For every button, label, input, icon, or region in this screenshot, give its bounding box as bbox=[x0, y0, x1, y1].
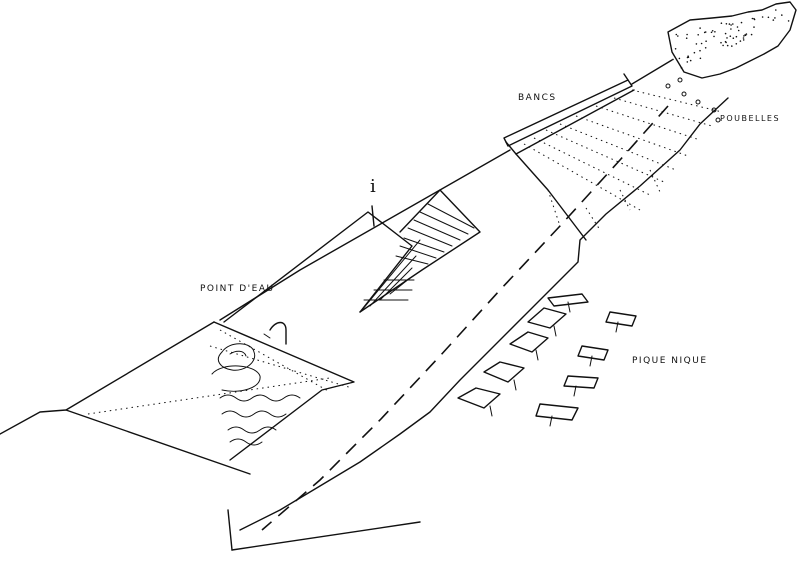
main-path bbox=[219, 59, 729, 551]
stipple-dot bbox=[730, 28, 732, 30]
bench-row bbox=[503, 73, 635, 155]
stipple-dot bbox=[730, 24, 732, 26]
stipple-dot bbox=[699, 49, 701, 52]
stipple-dot bbox=[728, 23, 731, 25]
stipple-dot bbox=[711, 30, 714, 32]
stipple-dot bbox=[724, 40, 727, 43]
waste-bins bbox=[665, 77, 721, 123]
stipple-dot bbox=[686, 61, 689, 63]
stipple-dot bbox=[772, 19, 775, 21]
info-label: i bbox=[370, 176, 376, 197]
stipple-dot bbox=[735, 35, 738, 38]
stipple-dot bbox=[713, 35, 715, 38]
picnic-tables bbox=[457, 293, 637, 427]
stipple-dot bbox=[736, 26, 739, 28]
stipple-dot bbox=[732, 23, 734, 25]
bins-label: POUBELLES bbox=[720, 114, 781, 123]
stipple-dot bbox=[742, 39, 745, 41]
stipple-dot bbox=[689, 59, 692, 62]
stipple-dot bbox=[729, 35, 732, 37]
stipple-dot bbox=[722, 44, 724, 47]
stipple-dot bbox=[724, 32, 727, 35]
stipple-dot bbox=[753, 18, 756, 21]
stipple-dot bbox=[720, 22, 723, 25]
stipple-dot bbox=[744, 34, 746, 36]
stipple-dot bbox=[732, 37, 735, 39]
water-point bbox=[0, 321, 355, 475]
bench-paving-zone bbox=[515, 89, 723, 241]
stipple-dot bbox=[761, 16, 764, 18]
stipple-dot bbox=[753, 26, 755, 28]
stipple-dot bbox=[686, 33, 688, 36]
stipple-dot bbox=[787, 20, 790, 22]
stipple-dot bbox=[705, 40, 707, 42]
stipple-dot bbox=[699, 27, 701, 29]
stipple-dot bbox=[685, 37, 688, 39]
stipple-dot bbox=[751, 17, 754, 20]
stipple-dot bbox=[743, 35, 745, 37]
stipple-dot bbox=[742, 37, 745, 39]
stipple-dot bbox=[697, 34, 699, 36]
stipple-dot bbox=[677, 35, 679, 37]
stipple-dot bbox=[737, 29, 740, 32]
stipple-dot bbox=[700, 42, 703, 45]
info-pavilion bbox=[223, 189, 481, 323]
stipple-dot bbox=[726, 37, 728, 39]
stipple-dot bbox=[781, 14, 783, 16]
stipple-dot bbox=[699, 57, 702, 60]
stipple-dot bbox=[675, 33, 678, 36]
stipple-dot bbox=[750, 33, 753, 36]
stipple-dot bbox=[680, 67, 683, 69]
stipple-dot bbox=[767, 16, 770, 19]
stipple-dot bbox=[735, 43, 738, 45]
stipple-dot bbox=[725, 23, 728, 25]
stipple-dot bbox=[704, 31, 707, 33]
stipple-dot bbox=[704, 47, 707, 49]
stipple-dot bbox=[720, 41, 722, 44]
stipple-dot bbox=[695, 43, 698, 45]
stipple-dot bbox=[693, 51, 696, 54]
stipple-dot bbox=[710, 31, 713, 34]
picnic-label: PIQUE NIQUE bbox=[632, 356, 708, 366]
stipple-dot bbox=[745, 33, 748, 35]
stipple-dot bbox=[731, 45, 733, 47]
stipple-dot bbox=[678, 57, 681, 60]
stipple-dot bbox=[674, 48, 677, 50]
stipple-dot bbox=[714, 31, 716, 33]
stipple-dot bbox=[775, 9, 777, 11]
stipple-dot bbox=[740, 21, 743, 24]
water-point-label: POINT D'EAU bbox=[200, 284, 275, 294]
benches-label: BANCS bbox=[518, 93, 557, 103]
planting-area bbox=[667, 1, 797, 79]
stipple-dot bbox=[739, 40, 742, 42]
stipple-dot bbox=[687, 55, 689, 57]
stipple-dot bbox=[726, 44, 729, 47]
stipple-dot bbox=[774, 17, 776, 19]
